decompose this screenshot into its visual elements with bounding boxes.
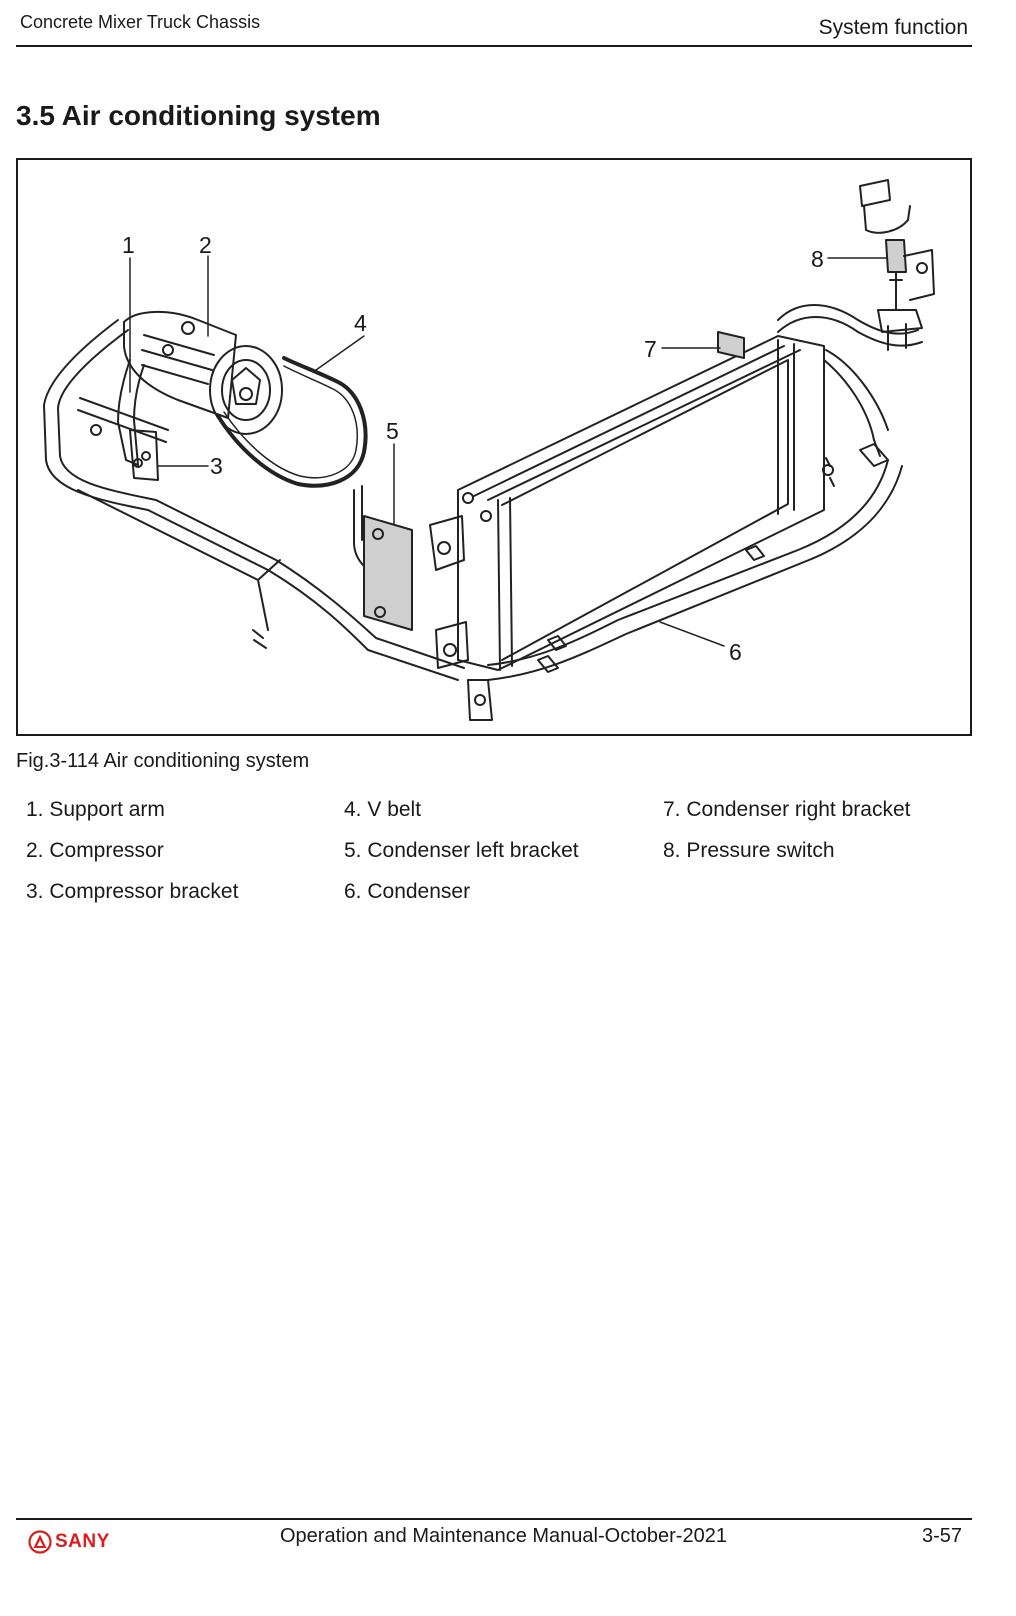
parts-item: 8. Pressure switch <box>663 839 835 862</box>
parts-item: 1. Support arm <box>26 798 165 821</box>
brand-logo: SANY <box>28 1528 110 1556</box>
parts-item: 5. Condenser left bracket <box>344 839 579 862</box>
callout-7: 7 <box>644 336 657 362</box>
ac-system-illustration: 1 2 3 4 5 6 7 8 <box>43 179 935 721</box>
parts-item: 4. V belt <box>344 798 422 821</box>
callout-8: 8 <box>811 246 824 272</box>
sany-logo-icon <box>28 1530 52 1554</box>
parts-item: 6. Condenser <box>344 880 471 903</box>
callout-2: 2 <box>199 232 212 258</box>
brand-logo-text: SANY <box>55 1531 110 1552</box>
page-number: 3-57 <box>921 1525 962 1547</box>
callout-5: 5 <box>386 418 399 444</box>
footer-rule <box>16 1518 972 1520</box>
running-header-title: Concrete Mixer Truck Chassis <box>20 12 261 32</box>
callout-4: 4 <box>354 310 367 336</box>
parts-legend: 1. Support arm 2. Compressor 3. Compress… <box>26 798 986 928</box>
parts-item: 2. Compressor <box>26 839 164 862</box>
header-rule <box>16 45 972 47</box>
section-title: 3.5 Air conditioning system <box>16 100 381 131</box>
figure-air-conditioning: 1 2 3 4 5 6 7 8 <box>16 158 972 736</box>
figure-caption: Fig.3-114 Air conditioning system <box>16 750 310 772</box>
callout-6: 6 <box>729 639 742 665</box>
parts-item: 3. Compressor bracket <box>26 880 239 903</box>
parts-item: 7. Condenser right bracket <box>663 798 911 821</box>
running-header-section: System function <box>818 16 968 39</box>
callout-1: 1 <box>122 232 135 258</box>
footer-manual-title: Operation and Maintenance Manual-October… <box>280 1525 727 1547</box>
callout-3: 3 <box>210 453 223 479</box>
